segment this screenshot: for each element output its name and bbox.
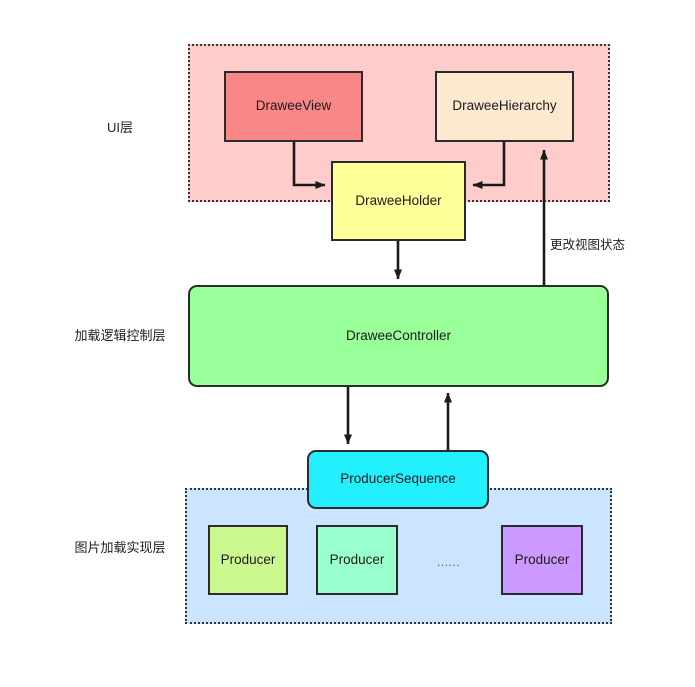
producer-ellipsis: ...... bbox=[437, 555, 461, 569]
node-drawee-holder[interactable]: DraweeHolder bbox=[331, 161, 466, 241]
node-drawee-hierarchy[interactable]: DraweeHierarchy bbox=[435, 71, 574, 142]
node-producer-1[interactable]: Producer bbox=[208, 525, 288, 595]
node-producer-3[interactable]: Producer bbox=[501, 525, 583, 595]
node-label-drawee-view: DraweeView bbox=[255, 98, 332, 114]
node-label-producer-sequence: ProducerSequence bbox=[340, 471, 456, 487]
layer-label-loader: 图片加载实现层 bbox=[74, 540, 166, 555]
node-label-producer-2: Producer bbox=[329, 551, 385, 567]
node-drawee-view[interactable]: DraweeView bbox=[224, 71, 363, 142]
node-drawee-controller[interactable]: DraweeController bbox=[188, 285, 609, 387]
node-label-drawee-holder: DraweeHolder bbox=[355, 192, 442, 208]
edge-label-change-view-state: 更改视图状态 bbox=[550, 238, 626, 252]
layer-label-ui: UI层 bbox=[106, 120, 133, 135]
node-producer-sequence[interactable]: ProducerSequence bbox=[307, 450, 489, 509]
node-producer-2[interactable]: Producer bbox=[316, 525, 398, 595]
node-label-producer-1: Producer bbox=[220, 551, 276, 567]
node-label-drawee-controller: DraweeController bbox=[345, 327, 452, 343]
node-label-drawee-hierarchy: DraweeHierarchy bbox=[452, 98, 557, 114]
layer-label-control: 加载逻辑控制层 bbox=[74, 328, 166, 343]
node-label-producer-3: Producer bbox=[514, 551, 570, 567]
